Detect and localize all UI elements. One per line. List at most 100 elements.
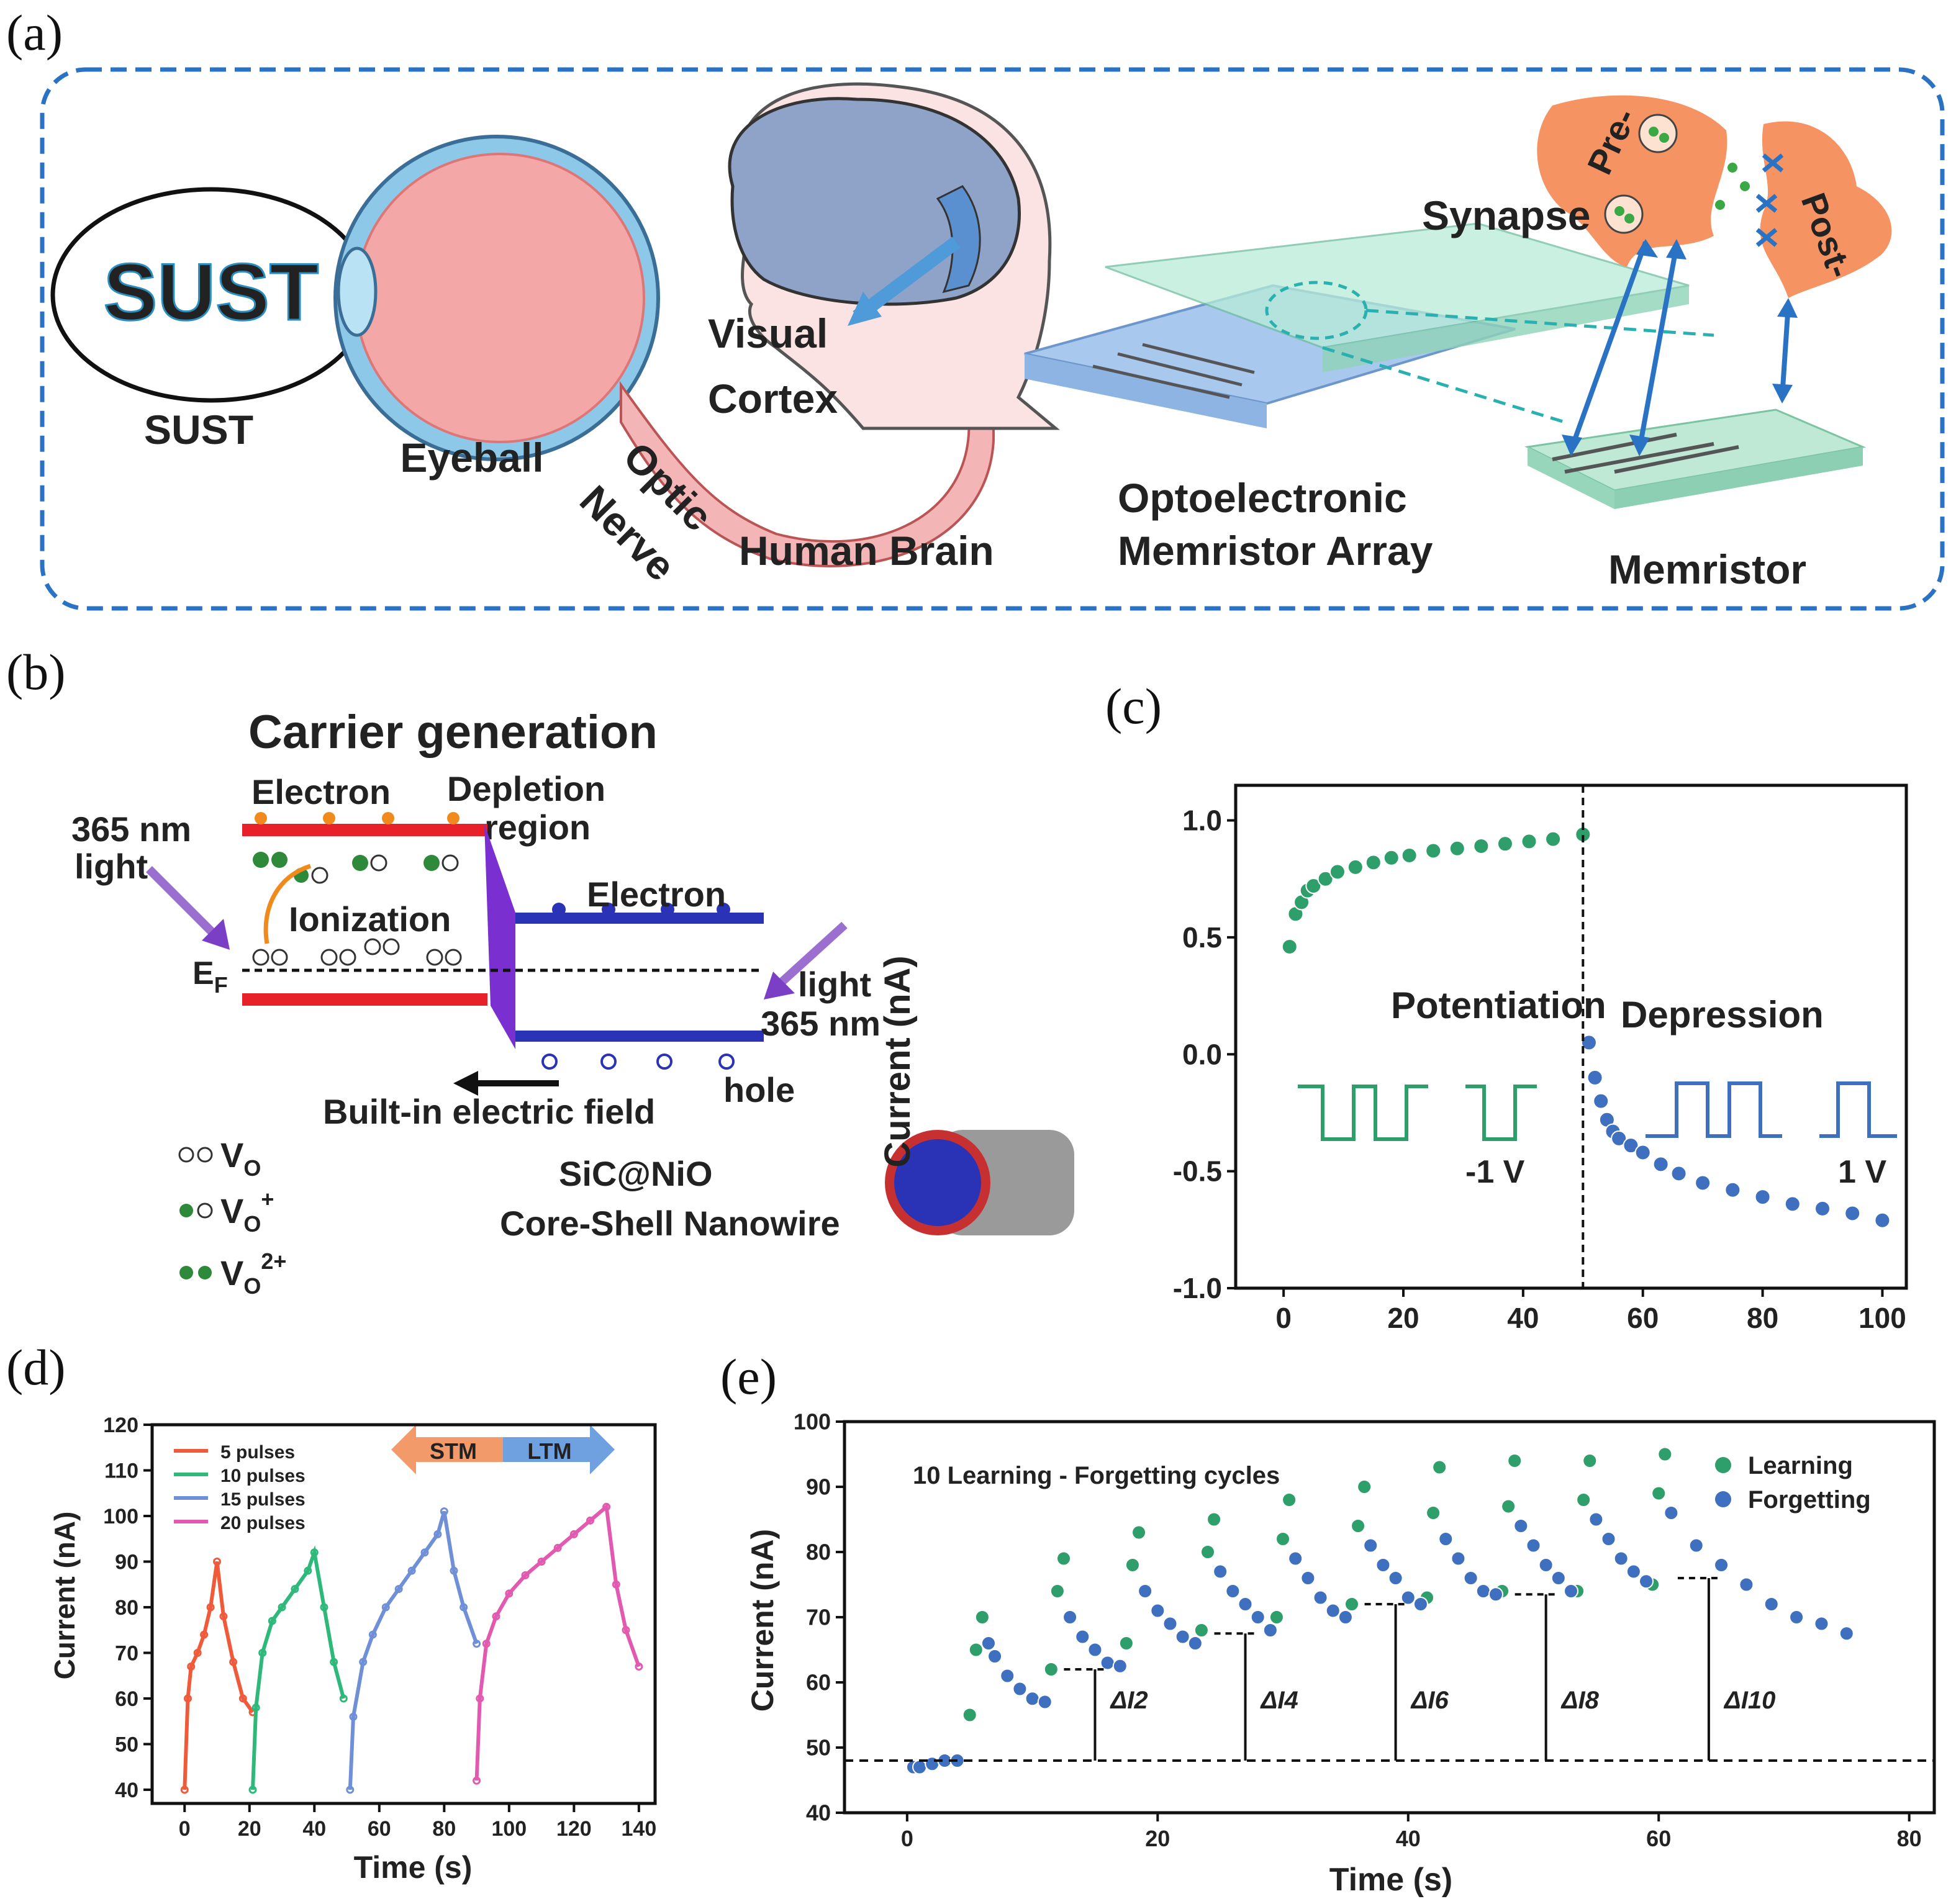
- data-point-e: [1100, 1655, 1115, 1671]
- data-point-e: [1025, 1691, 1040, 1707]
- data-point-d: [635, 1663, 643, 1671]
- data-point-d: [251, 1703, 260, 1712]
- data-point-e: [1501, 1499, 1516, 1514]
- data-point-d: [381, 1603, 390, 1612]
- data-point-e: [1513, 1518, 1529, 1533]
- x-tick-label-d: 0: [179, 1817, 191, 1841]
- data-point-d: [492, 1612, 500, 1621]
- x-tick-label-e: 60: [1646, 1826, 1671, 1851]
- data-point-c: [1623, 1137, 1639, 1154]
- data-point-e: [1056, 1551, 1072, 1566]
- chart-c: (c) Current (nA) Potentiation Depression…: [877, 678, 1908, 1334]
- series-line-d-1: [251, 1545, 346, 1790]
- nanowire-illustration: [885, 1130, 1074, 1235]
- legend-swatch-e: [1715, 1491, 1731, 1507]
- data-point-d: [213, 1557, 222, 1566]
- data-point-d: [622, 1626, 630, 1635]
- data-point-e: [1375, 1558, 1391, 1572]
- data-point-e: [980, 1636, 996, 1651]
- panel-d-label: (d): [6, 1339, 66, 1396]
- data-point-e: [1193, 1623, 1209, 1638]
- data-point-d: [368, 1630, 377, 1639]
- data-point-d: [187, 1663, 196, 1671]
- legend-label-d: 5 pulses: [220, 1442, 295, 1463]
- vacancy-legend: VO VO+ VO2+: [178, 1135, 286, 1299]
- data-point-c: [1634, 1144, 1651, 1161]
- data-point-e: [968, 1642, 984, 1658]
- data-point-e: [1601, 1532, 1616, 1546]
- x-tick-label-d: 120: [556, 1817, 592, 1841]
- ef-label: EF: [192, 955, 228, 998]
- delta-label: ΔI10: [1723, 1687, 1775, 1714]
- data-point-e: [1118, 1636, 1134, 1651]
- data-point-e: [1714, 1558, 1729, 1572]
- delta-label: ΔI4: [1260, 1687, 1298, 1714]
- data-point-e: [912, 1759, 928, 1775]
- synapse-caption: Synapse: [1422, 192, 1590, 238]
- data-point-d: [200, 1630, 209, 1639]
- data-point-d: [278, 1603, 286, 1612]
- legend-label-d: 15 pulses: [220, 1489, 306, 1510]
- pos-pulse-label: 1 V: [1838, 1154, 1886, 1190]
- y-tick-label-d: 70: [115, 1641, 138, 1665]
- y-tick-label-c: 0.5: [1182, 921, 1222, 954]
- data-point-d: [291, 1585, 299, 1594]
- data-point-e: [962, 1707, 977, 1723]
- legend-swatch-e: [1715, 1457, 1731, 1473]
- x-tick-label-c: 0: [1275, 1302, 1292, 1334]
- memristor-illustration: [1524, 408, 1867, 509]
- y-tick-label-d: 60: [115, 1687, 138, 1711]
- x-tick-label-e: 20: [1145, 1826, 1170, 1851]
- panel-e-label: (e): [720, 1348, 777, 1405]
- data-point-e: [1207, 1512, 1222, 1527]
- light-left-1: 365 nm: [71, 810, 191, 849]
- data-point-d: [229, 1658, 238, 1666]
- data-point-e: [1426, 1505, 1441, 1520]
- cortex-caption: Cortex: [708, 376, 838, 422]
- y-tick-label-d: 80: [115, 1596, 138, 1620]
- data-point-d: [258, 1648, 267, 1657]
- data-point-e: [1626, 1564, 1641, 1579]
- legend-vo: VO: [220, 1135, 261, 1181]
- data-point-e: [1613, 1551, 1629, 1566]
- y-tick-label-e: 100: [794, 1409, 831, 1435]
- x-tick-label-d: 80: [432, 1817, 456, 1841]
- data-point-e: [1582, 1453, 1598, 1468]
- data-point-c: [1496, 836, 1513, 852]
- panel-a-frame: [40, 67, 1945, 611]
- data-point-d: [193, 1648, 202, 1657]
- opto-caption-2: Memristor Array: [1118, 528, 1433, 574]
- data-point-d: [521, 1571, 530, 1580]
- series-line-d-0: [183, 1561, 255, 1790]
- data-point-e: [1112, 1658, 1128, 1674]
- data-point-e: [1150, 1603, 1166, 1618]
- data-point-e: [1325, 1603, 1341, 1618]
- y-tick-label-e: 60: [806, 1670, 831, 1695]
- data-point-e: [1087, 1642, 1103, 1658]
- data-point-c: [1365, 854, 1382, 871]
- data-point-d: [407, 1566, 416, 1575]
- data-point-d: [569, 1530, 578, 1538]
- data-point-d: [537, 1557, 546, 1566]
- chart-e: (e) Current (nA) Time (s) 10 Learning - …: [720, 1348, 1936, 1898]
- data-point-d: [482, 1640, 491, 1648]
- data-point-d: [219, 1612, 228, 1621]
- data-point-d: [460, 1603, 468, 1612]
- data-point-d: [346, 1785, 355, 1794]
- data-point-e: [1162, 1616, 1178, 1631]
- panel-c-label: (c): [1105, 678, 1162, 734]
- plot-frame-d: [150, 1423, 657, 1805]
- x-tick-label-e: 40: [1396, 1826, 1421, 1851]
- y-tick-label-e: 70: [806, 1605, 831, 1630]
- data-point-d: [304, 1566, 312, 1575]
- y-tick-label-e: 80: [806, 1540, 831, 1565]
- human-brain-caption: Human Brain: [739, 528, 994, 574]
- data-point-e: [1313, 1590, 1328, 1605]
- data-point-e: [1432, 1460, 1447, 1475]
- data-point-e: [1400, 1590, 1416, 1605]
- x-tick-label-d: 60: [368, 1817, 391, 1841]
- panel-e-ylabel: Current (nA): [745, 1529, 780, 1712]
- cycles-annotation: 10 Learning - Forgetting cycles: [913, 1462, 1280, 1489]
- stm-ltm-arrow: STM LTM: [391, 1425, 615, 1474]
